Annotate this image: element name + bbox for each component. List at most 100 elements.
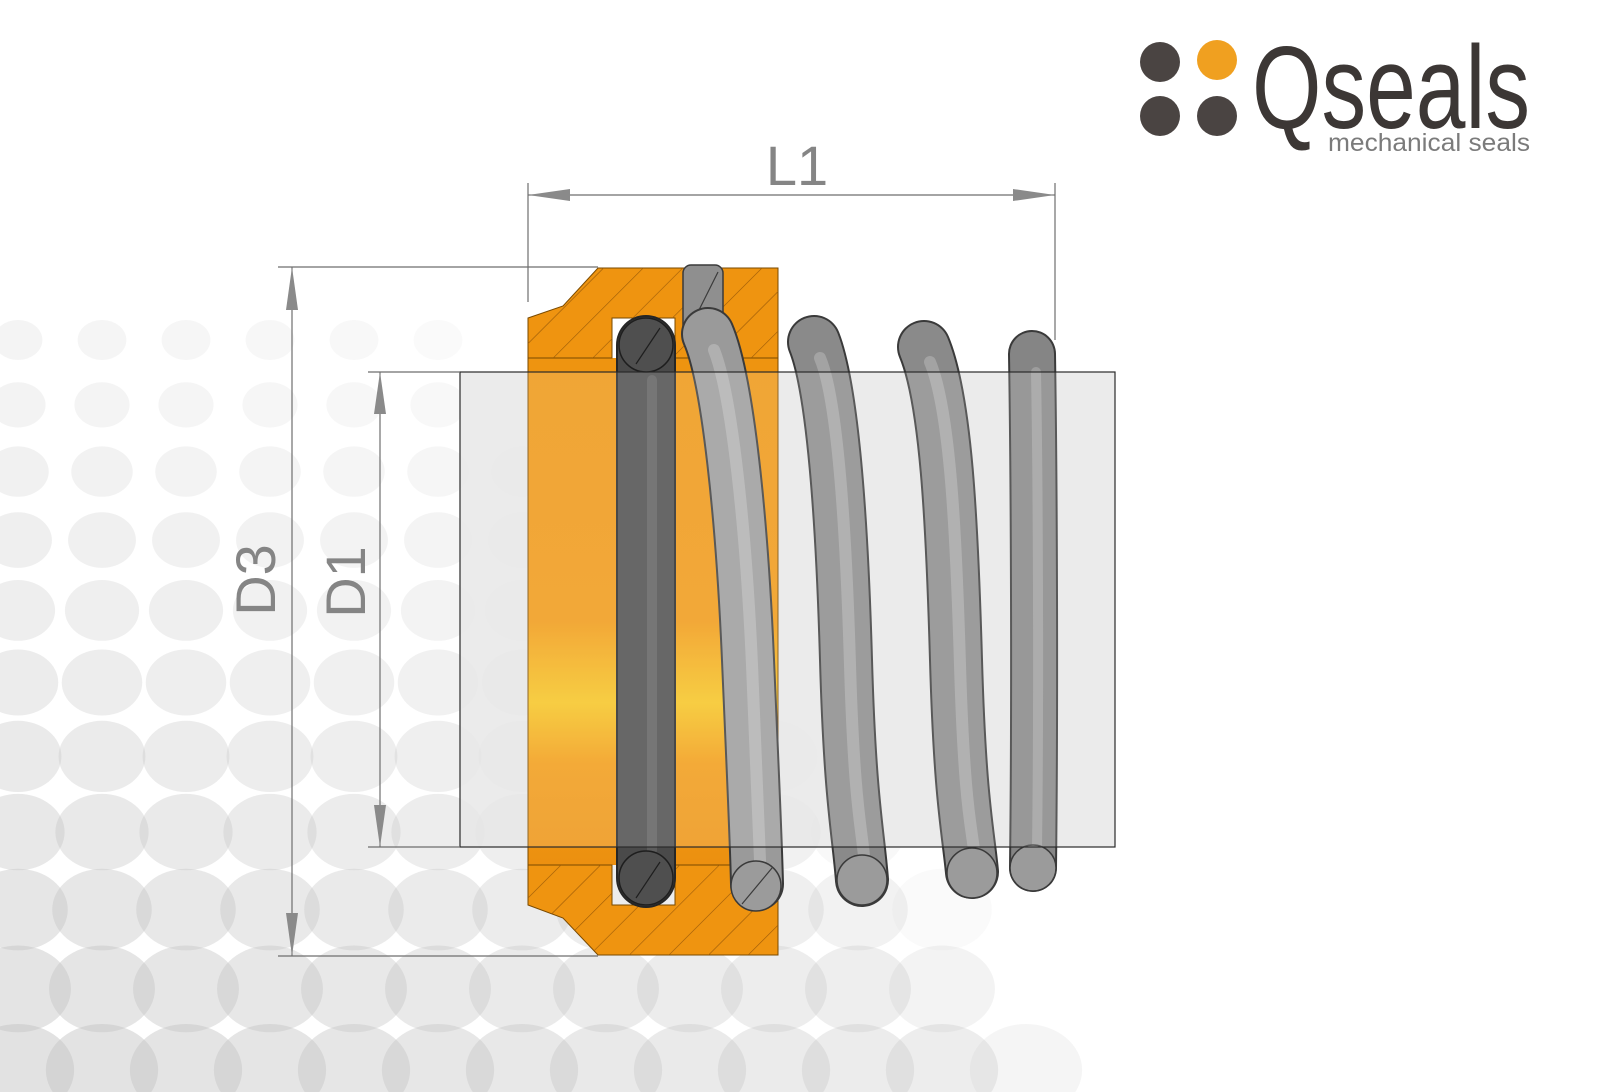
arrowhead [1013, 189, 1055, 201]
seal-housing-bottom-hatch [528, 865, 778, 955]
spring-coil-2 [787, 315, 889, 907]
background-dot [0, 446, 49, 497]
logo-dot-icon [1197, 40, 1237, 80]
background-dot [297, 1024, 411, 1092]
background-dot [316, 580, 392, 641]
background-dot [158, 382, 214, 428]
background-dot [77, 320, 127, 360]
background-dot [152, 512, 220, 568]
background-dot [129, 1024, 243, 1092]
background-dot [49, 945, 155, 1033]
background-dot [74, 382, 130, 428]
background-dot [145, 649, 227, 716]
background-dot [64, 580, 140, 641]
background-dot [229, 649, 311, 716]
background-dot [0, 512, 52, 568]
background-dot [239, 446, 301, 497]
background-dot [55, 793, 149, 871]
logo-dot-icon [1140, 42, 1180, 82]
dimension-d3: D3 [224, 266, 598, 957]
o-ring-bottom-section [618, 850, 674, 906]
background-dot [0, 868, 68, 951]
arrowhead [286, 913, 298, 956]
logo-dot-icon [1197, 96, 1237, 136]
background-dot [407, 446, 469, 497]
background-dot [0, 382, 46, 428]
dimension-label-d1: D1 [314, 546, 377, 618]
background-dot [61, 649, 143, 716]
background-dot [58, 720, 146, 793]
background-dot [71, 446, 133, 497]
spring-coil-highlight [1031, 367, 1044, 853]
background-dot [381, 1024, 495, 1092]
background-dot [0, 649, 59, 716]
background-dot [310, 720, 398, 793]
background-dot [139, 793, 233, 871]
logo-tagline: mechanical seals [1328, 129, 1530, 157]
background-dot [52, 868, 152, 951]
background-dot [136, 868, 236, 951]
spring-coil-section [730, 860, 782, 912]
background-dot [301, 945, 407, 1033]
qseals-logo: Qseals mechanical seals [1140, 22, 1530, 157]
logo-brand-name: Qseals [1252, 22, 1530, 154]
background-dot [320, 512, 388, 568]
background-dot [307, 793, 401, 871]
arrowhead [374, 805, 386, 847]
background-dot [553, 945, 659, 1033]
background-dot [717, 1024, 831, 1092]
background-dot [242, 382, 298, 428]
background-dot [329, 320, 379, 360]
arrowhead [374, 372, 386, 414]
background-dot [223, 793, 317, 871]
background-dot [549, 1024, 663, 1092]
background-dot [889, 945, 995, 1033]
spring-coil-section [946, 847, 998, 899]
logo-dot-icon [1140, 96, 1180, 136]
background-dot [469, 945, 575, 1033]
background-dot [0, 793, 65, 871]
background-dot [465, 1024, 579, 1092]
spring-coil-1 [681, 307, 784, 911]
background-dot [0, 720, 62, 792]
o-ring-section-line [635, 327, 661, 365]
background-dot [245, 320, 295, 360]
background-dot [133, 945, 239, 1033]
background-dot [213, 1024, 327, 1092]
o-ring [616, 315, 676, 908]
dimension-l1: L1 [527, 134, 1056, 340]
arrowhead [528, 189, 570, 201]
background-dot [142, 720, 230, 793]
background-dot [397, 649, 479, 716]
arrowhead [286, 267, 298, 310]
background-dot [0, 945, 71, 1033]
background-dot [161, 320, 211, 360]
shaft-outline [459, 371, 1116, 848]
background-dot [304, 868, 404, 951]
background-dot [217, 945, 323, 1033]
dimension-d1: D1 [314, 371, 460, 848]
dimension-label-d3: D3 [224, 544, 287, 616]
background-dot [385, 945, 491, 1033]
background-dot [0, 320, 43, 360]
spring-coil-highlight [924, 356, 980, 856]
spring [681, 264, 1059, 912]
background-dot [885, 1024, 999, 1092]
background-dot [404, 512, 472, 568]
background-dot [388, 868, 488, 951]
background-dot [155, 446, 217, 497]
background-dot [633, 1024, 747, 1092]
background-dot [45, 1024, 159, 1092]
dimension-label-l1: L1 [766, 134, 828, 197]
spring-coil-section-line [741, 867, 773, 905]
background-dot [0, 1024, 75, 1092]
o-ring-top-section [618, 317, 674, 373]
background-dot [969, 1024, 1083, 1092]
background-dot [323, 446, 385, 497]
background-dot [148, 580, 224, 641]
background-dot [637, 945, 743, 1033]
background-dot [313, 649, 395, 716]
background-dot [721, 945, 827, 1033]
spring-coil-section [836, 854, 888, 906]
